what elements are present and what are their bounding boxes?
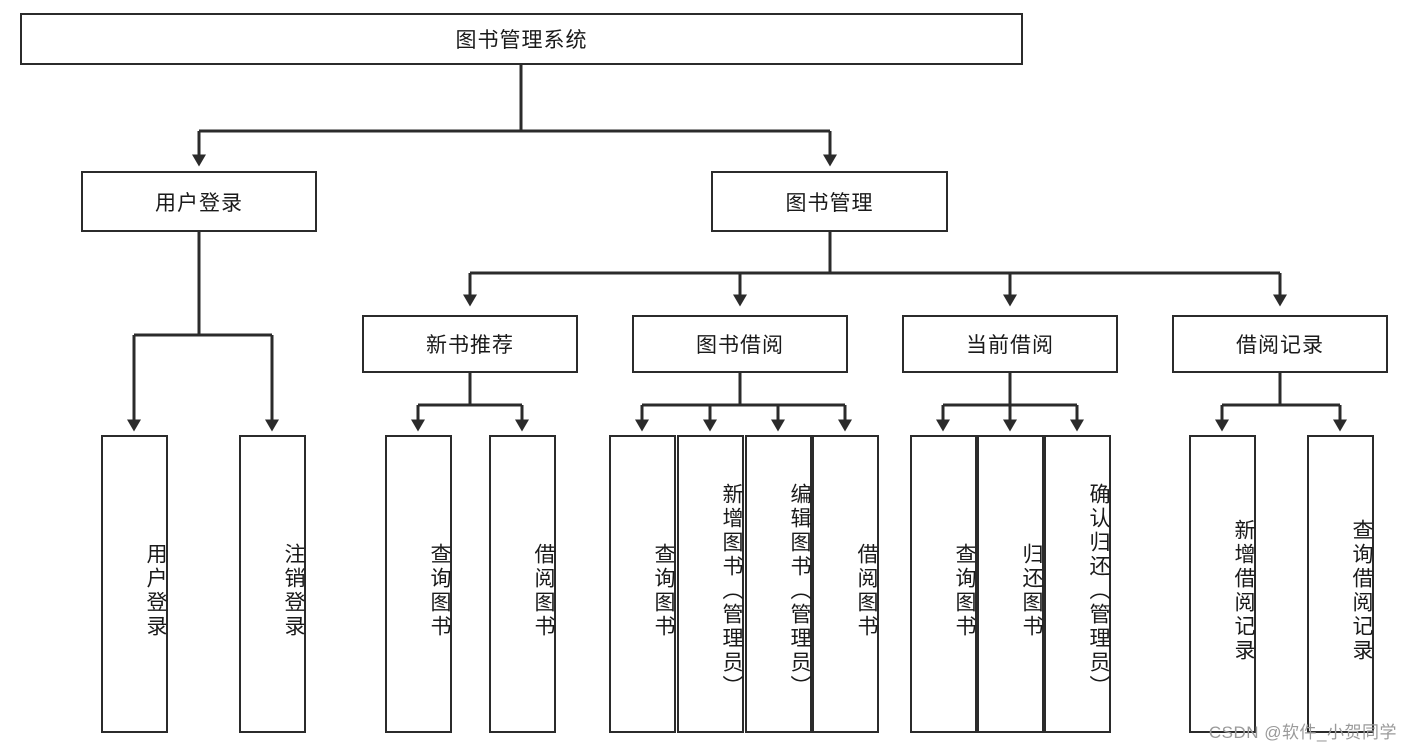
leaf-current-confirm-return-admin[interactable]: 确认归还（管理员） xyxy=(1044,435,1111,733)
node-book-management[interactable]: 图书管理 xyxy=(711,171,948,232)
watermark-credit: CSDN @软件_小贺同学 xyxy=(1208,723,1397,742)
leaf-borrow-add-book-admin[interactable]: 新增图书（管理员） xyxy=(677,435,744,733)
leaf-new-book-query[interactable]: 查询图书 xyxy=(385,435,452,733)
leaf-borrow-query-book[interactable]: 查询图书 xyxy=(609,435,676,733)
node-new-book-recommend[interactable]: 新书推荐 xyxy=(362,315,578,373)
node-book-borrow[interactable]: 图书借阅 xyxy=(632,315,848,373)
leaf-user-login-login[interactable]: 用户登录 xyxy=(101,435,168,733)
node-root-system[interactable]: 图书管理系统 xyxy=(20,13,1023,65)
leaf-borrow-borrow-book[interactable]: 借阅图书 xyxy=(812,435,879,733)
leaf-current-return-book[interactable]: 归还图书 xyxy=(977,435,1044,733)
leaf-user-login-logout[interactable]: 注销登录 xyxy=(239,435,306,733)
leaf-new-book-borrow[interactable]: 借阅图书 xyxy=(489,435,556,733)
leaf-current-query-book[interactable]: 查询图书 xyxy=(910,435,977,733)
leaf-record-query-record[interactable]: 查询借阅记录 xyxy=(1307,435,1374,733)
node-user-login[interactable]: 用户登录 xyxy=(81,171,317,232)
leaf-record-add-record[interactable]: 新增借阅记录 xyxy=(1189,435,1256,733)
node-current-borrow[interactable]: 当前借阅 xyxy=(902,315,1118,373)
node-borrow-record[interactable]: 借阅记录 xyxy=(1172,315,1388,373)
leaf-borrow-edit-book-admin[interactable]: 编辑图书（管理员） xyxy=(745,435,812,733)
